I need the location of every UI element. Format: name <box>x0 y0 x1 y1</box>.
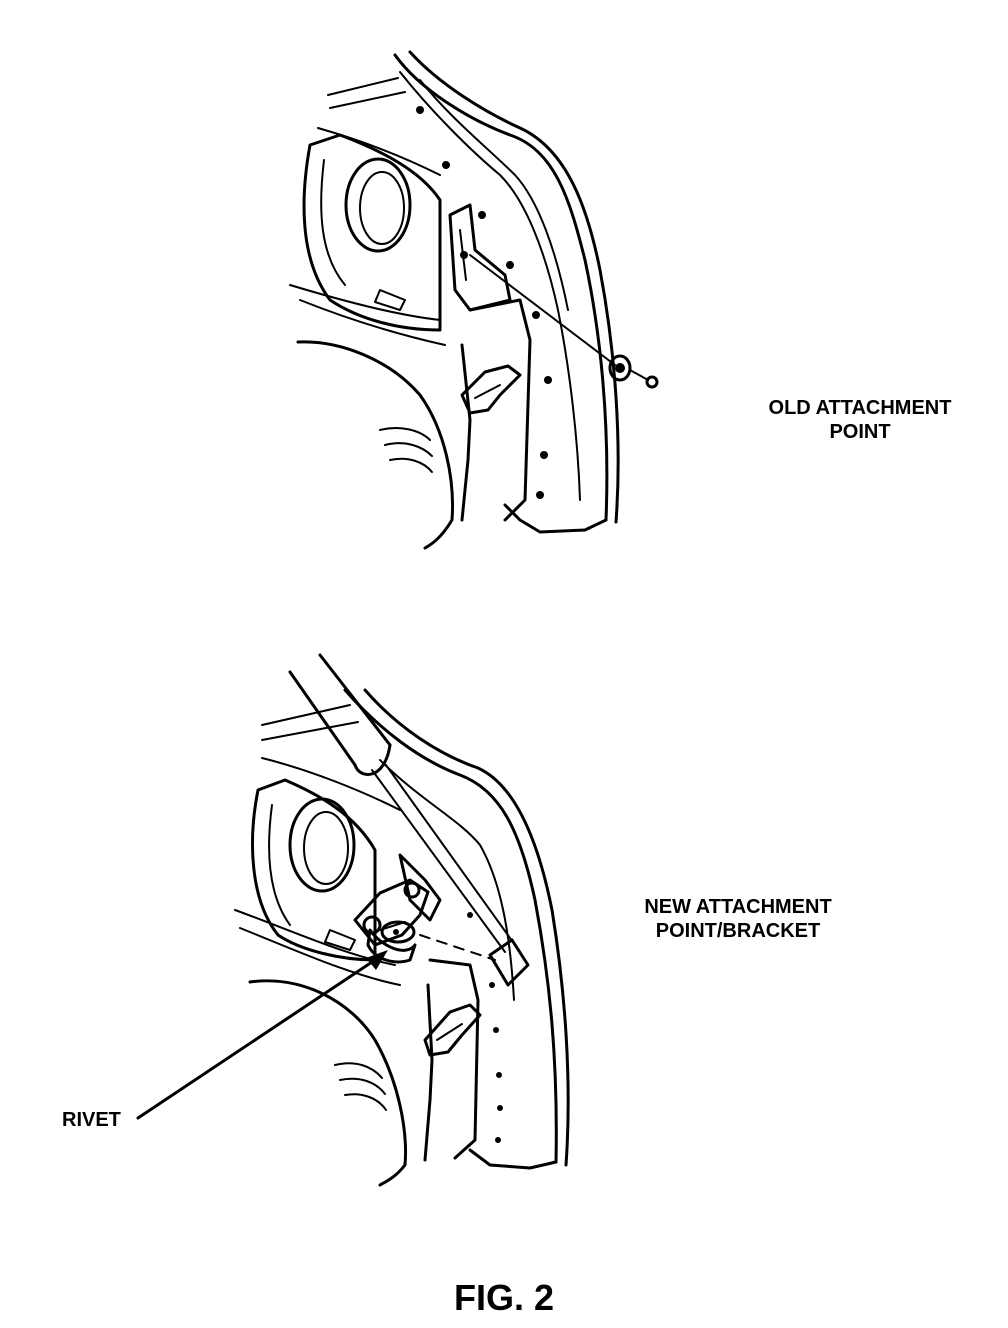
old-attachment-illustration <box>289 50 659 550</box>
rivet-label: RIVET <box>62 1109 121 1131</box>
new-attachment-label-line-2: POINT/BRACKET <box>655 920 821 942</box>
old-attachment-label-line-1: OLD ATTACHMENT <box>768 397 952 419</box>
new-attachment-label-line-1: NEW ATTACHMENT <box>644 896 832 918</box>
old-attachment-label: OLD ATTACHMENT POINT <box>748 396 972 444</box>
rivet-arrowhead <box>366 950 388 970</box>
figure-caption: FIG. 2 <box>453 1277 555 1318</box>
new-attachment-label: NEW ATTACHMENT POINT/BRACKET <box>618 895 858 943</box>
old-attachment-label-line-2: POINT <box>829 421 891 443</box>
new-attachment-illustration <box>136 653 570 1187</box>
